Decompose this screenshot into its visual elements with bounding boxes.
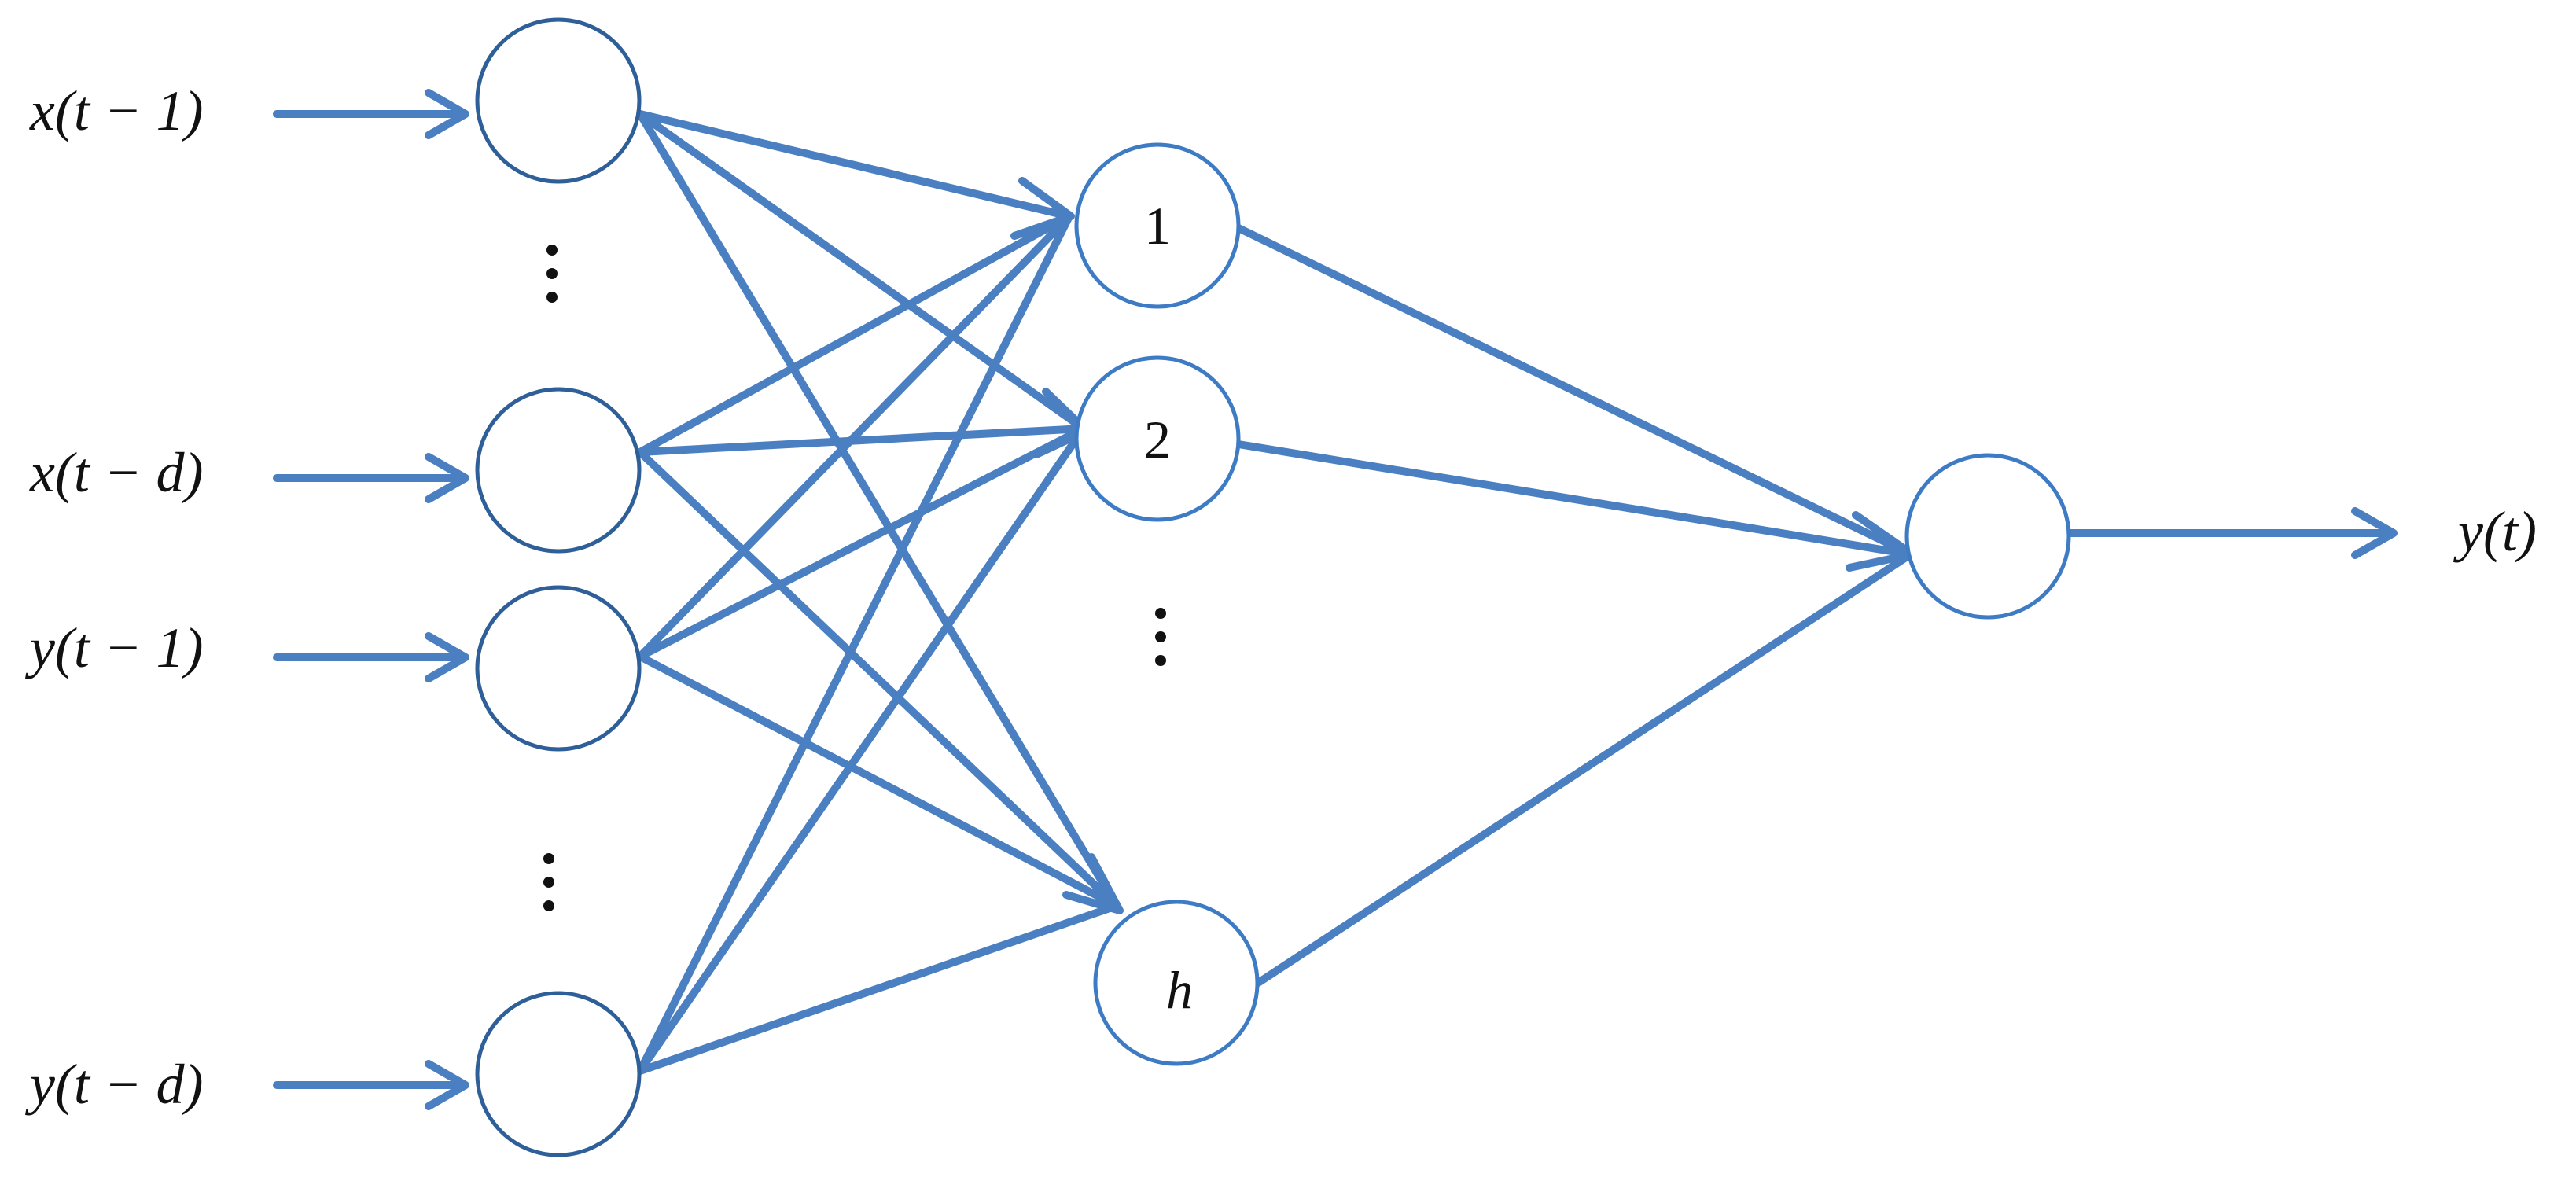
hidden-node-1 bbox=[1074, 142, 1241, 309]
hidden-node-2 bbox=[1074, 355, 1241, 522]
input-ellipsis-lower bbox=[543, 853, 554, 911]
output-arrow bbox=[2066, 507, 2398, 559]
hidden-node-h bbox=[1093, 900, 1260, 1066]
input-ellipsis-upper bbox=[546, 245, 558, 303]
hidden-node-h-label: h bbox=[1166, 960, 1193, 1020]
input-node-2 bbox=[475, 387, 642, 554]
hidden-node-2-label: 2 bbox=[1144, 410, 1171, 469]
hidden-output-connections bbox=[1235, 224, 1916, 987]
hidden-node-1-label: 1 bbox=[1144, 196, 1171, 256]
input-arrow-4 bbox=[273, 1060, 469, 1110]
output-node bbox=[1904, 453, 2071, 620]
input-arrow-1 bbox=[273, 89, 469, 139]
input-node-1 bbox=[475, 17, 642, 184]
input-label-y-t-d: y(t − d) bbox=[24, 1053, 204, 1116]
input-node-3 bbox=[475, 585, 642, 752]
input-arrow-2 bbox=[273, 453, 469, 503]
hidden-ellipsis bbox=[1155, 608, 1166, 666]
input-label-x-t-d: x(t − d) bbox=[29, 441, 204, 504]
input-node-4 bbox=[475, 991, 642, 1157]
input-hidden-connections bbox=[636, 110, 1121, 1075]
input-arrow-3 bbox=[273, 632, 469, 682]
output-label-y-t: y(t) bbox=[2453, 500, 2537, 563]
input-label-x-t-1: x(t − 1) bbox=[29, 79, 204, 142]
input-label-y-t-1: y(t − 1) bbox=[24, 616, 204, 679]
